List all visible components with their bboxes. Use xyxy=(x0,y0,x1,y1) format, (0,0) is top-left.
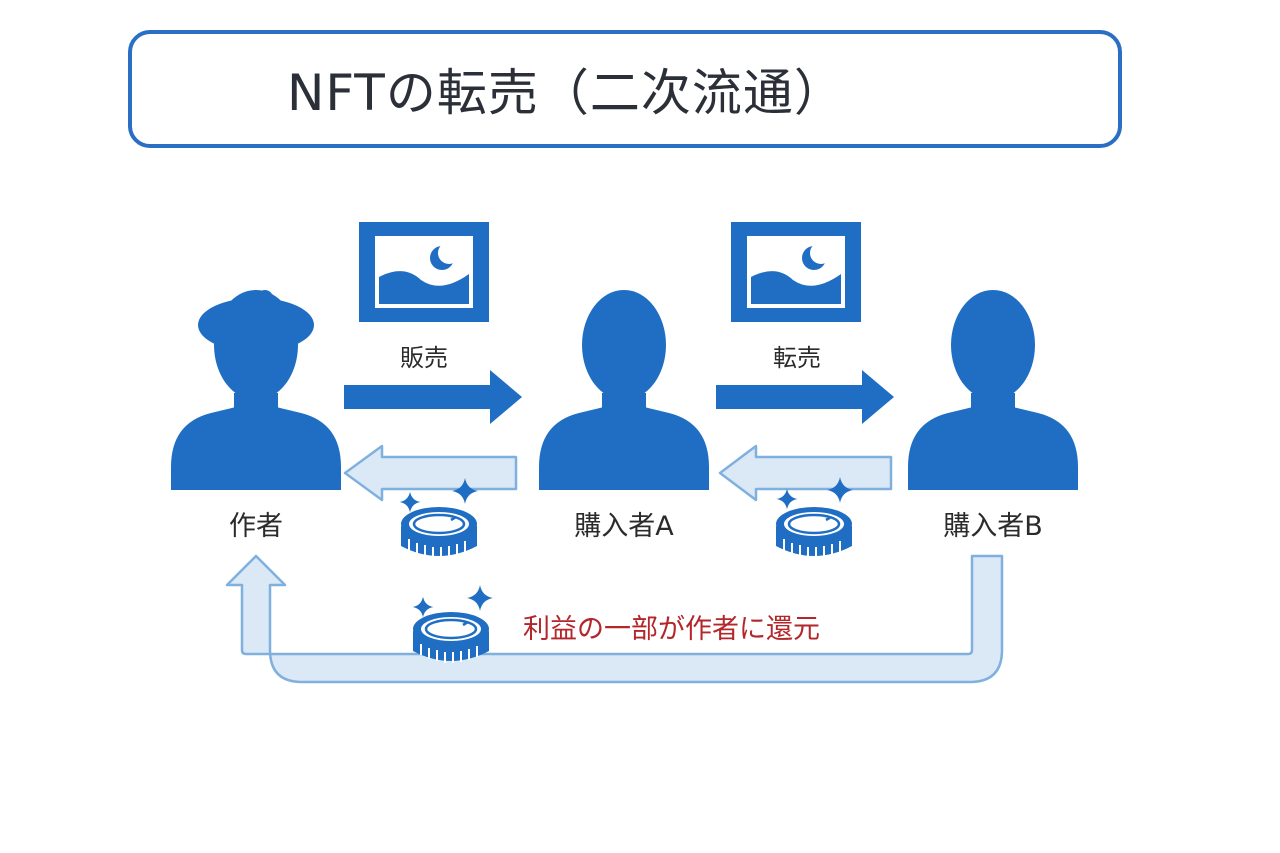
payment-arrow-a-to-creator xyxy=(343,444,518,502)
nft-image-icon xyxy=(731,222,861,322)
resale-label: 転売 xyxy=(773,344,821,372)
buyer-b-label: 購入者B xyxy=(943,511,1043,542)
page-title: NFTの転売（二次流通） xyxy=(287,64,845,122)
coin-icon xyxy=(399,505,479,560)
royalty-arrow-shape xyxy=(225,554,1004,684)
royalty-note: 利益の一部が作者に還元 xyxy=(523,614,820,645)
sparkle-icon xyxy=(467,585,493,611)
resale-arrow xyxy=(716,370,894,424)
payment-arrow-b-to-a xyxy=(718,444,893,502)
sale-arrow xyxy=(344,370,522,424)
creator-icon xyxy=(171,290,341,490)
coin-icon xyxy=(774,505,854,560)
sparkle-icon xyxy=(399,491,421,513)
nft-image-icon xyxy=(359,222,489,322)
sale-label: 販売 xyxy=(400,344,448,372)
coin-icon xyxy=(411,610,491,665)
sparkle-icon xyxy=(776,488,798,510)
buyer-b-icon xyxy=(908,290,1078,490)
buyer-a-icon xyxy=(539,290,709,490)
creator-label: 作者 xyxy=(229,511,283,542)
sparkle-icon xyxy=(412,596,434,618)
buyer-a-label: 購入者A xyxy=(574,511,674,542)
title-box: NFTの転売（二次流通） xyxy=(128,30,1122,148)
